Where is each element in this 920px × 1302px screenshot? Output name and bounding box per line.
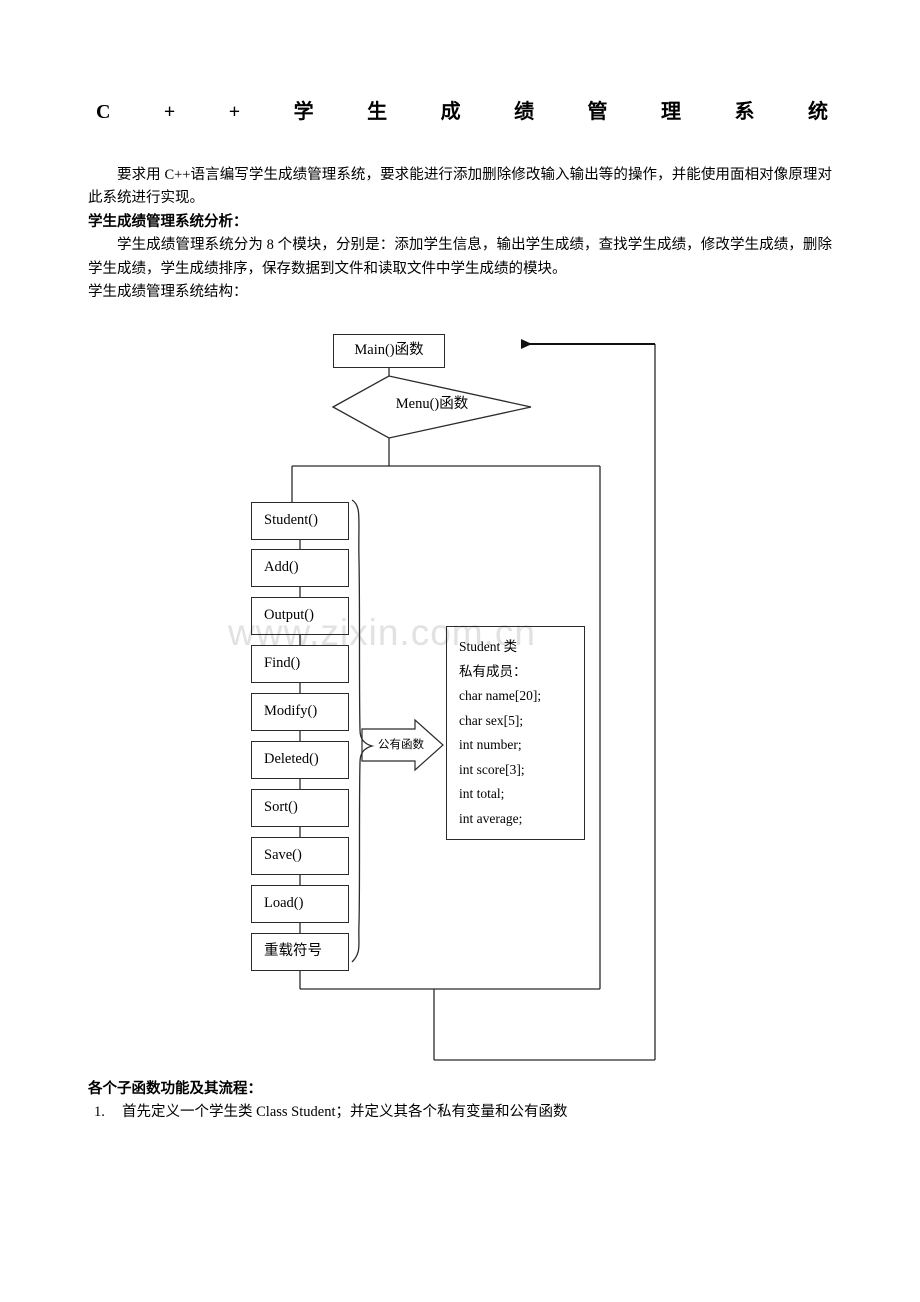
title-char-8: 理 xyxy=(661,101,682,123)
node-output: Output() xyxy=(251,597,349,635)
node-deleted-label: Deleted() xyxy=(264,751,319,768)
node-modify: Modify() xyxy=(251,693,349,731)
node-load: Load() xyxy=(251,885,349,923)
title-char-3: 学 xyxy=(293,101,314,123)
node-operator-overload: 重载符号 xyxy=(251,933,349,971)
structure-heading: 学生成绩管理系统结构： xyxy=(88,284,248,301)
class-member-0: char name[20]; xyxy=(459,688,542,704)
list-item: 1. 首先定义一个学生类 Class Student；并定义其各个私有变量和公有函… xyxy=(88,1101,832,1124)
title-char-6: 绩 xyxy=(514,101,535,123)
function-group-brace xyxy=(351,499,375,963)
title-char-5: 成 xyxy=(440,101,461,123)
node-modify-label: Modify() xyxy=(264,703,318,720)
analysis-heading: 学生成绩管理系统分析： xyxy=(88,213,248,230)
node-student-label: Student() xyxy=(264,512,318,529)
decision-diamond xyxy=(331,375,532,439)
intro-paragraph: 要求用 C++语言编写学生成绩管理系统，要求能进行添加删除修改输入输出等的操作，… xyxy=(88,167,832,207)
node-output-label: Output() xyxy=(264,607,314,624)
list-item-number: 1. xyxy=(94,1104,105,1121)
class-member-2: int number; xyxy=(459,737,522,753)
title-char-4: 生 xyxy=(367,101,388,123)
title-char-0: C xyxy=(96,101,111,123)
public-functions-arrow-icon xyxy=(361,718,444,772)
class-member-1: char sex[5]; xyxy=(459,712,524,728)
class-member-3: int score[3]; xyxy=(459,761,525,777)
node-student-class: Student 类 私有成员： char name[20]; char sex[… xyxy=(446,626,585,840)
class-title: Student 类 xyxy=(459,639,518,654)
title-char-7: 管 xyxy=(587,101,608,123)
node-find: Find() xyxy=(251,645,349,683)
class-members-label: 私有成员： xyxy=(459,663,527,679)
list-item-text: 首先定义一个学生类 Class Student；并定义其各个私有变量和公有函数 xyxy=(122,1104,568,1121)
node-find-label: Find() xyxy=(264,655,301,672)
title-char-10: 统 xyxy=(807,101,828,123)
node-save: Save() xyxy=(251,837,349,875)
node-deleted: Deleted() xyxy=(251,741,349,779)
node-sort: Sort() xyxy=(251,789,349,827)
node-student: Student() xyxy=(251,502,349,540)
class-member-4: int total; xyxy=(459,786,505,802)
document-body-top: C + + 学 生 成 绩 管 理 系 统 要求用 C++语言编写学生成绩管理系… xyxy=(88,100,832,305)
node-load-label: Load() xyxy=(264,895,304,912)
node-add: Add() xyxy=(251,549,349,587)
node-sort-label: Sort() xyxy=(264,799,298,816)
document-body-bottom: 各个子函数功能及其流程： 1. 首先定义一个学生类 Class Student；并… xyxy=(88,1078,832,1125)
title-char-2: + xyxy=(228,101,241,123)
functions-heading: 各个子函数功能及其流程： xyxy=(88,1081,262,1097)
page-title: C + + 学 生 成 绩 管 理 系 统 xyxy=(88,100,832,124)
node-main-label: Main()函数 xyxy=(354,342,424,359)
class-member-5: int average; xyxy=(459,810,523,826)
title-char-1: + xyxy=(163,101,176,123)
node-add-label: Add() xyxy=(264,559,299,576)
analysis-paragraph: 学生成绩管理系统分为 8 个模块，分别是：添加学生信息，输出学生成绩，查找学生成… xyxy=(88,237,832,277)
node-main-function: Main()函数 xyxy=(333,334,445,368)
node-operator-overload-label: 重载符号 xyxy=(264,943,322,960)
title-char-9: 系 xyxy=(734,101,755,123)
watermark: www.zixin.com.cn xyxy=(228,612,536,653)
node-save-label: Save() xyxy=(264,847,302,864)
